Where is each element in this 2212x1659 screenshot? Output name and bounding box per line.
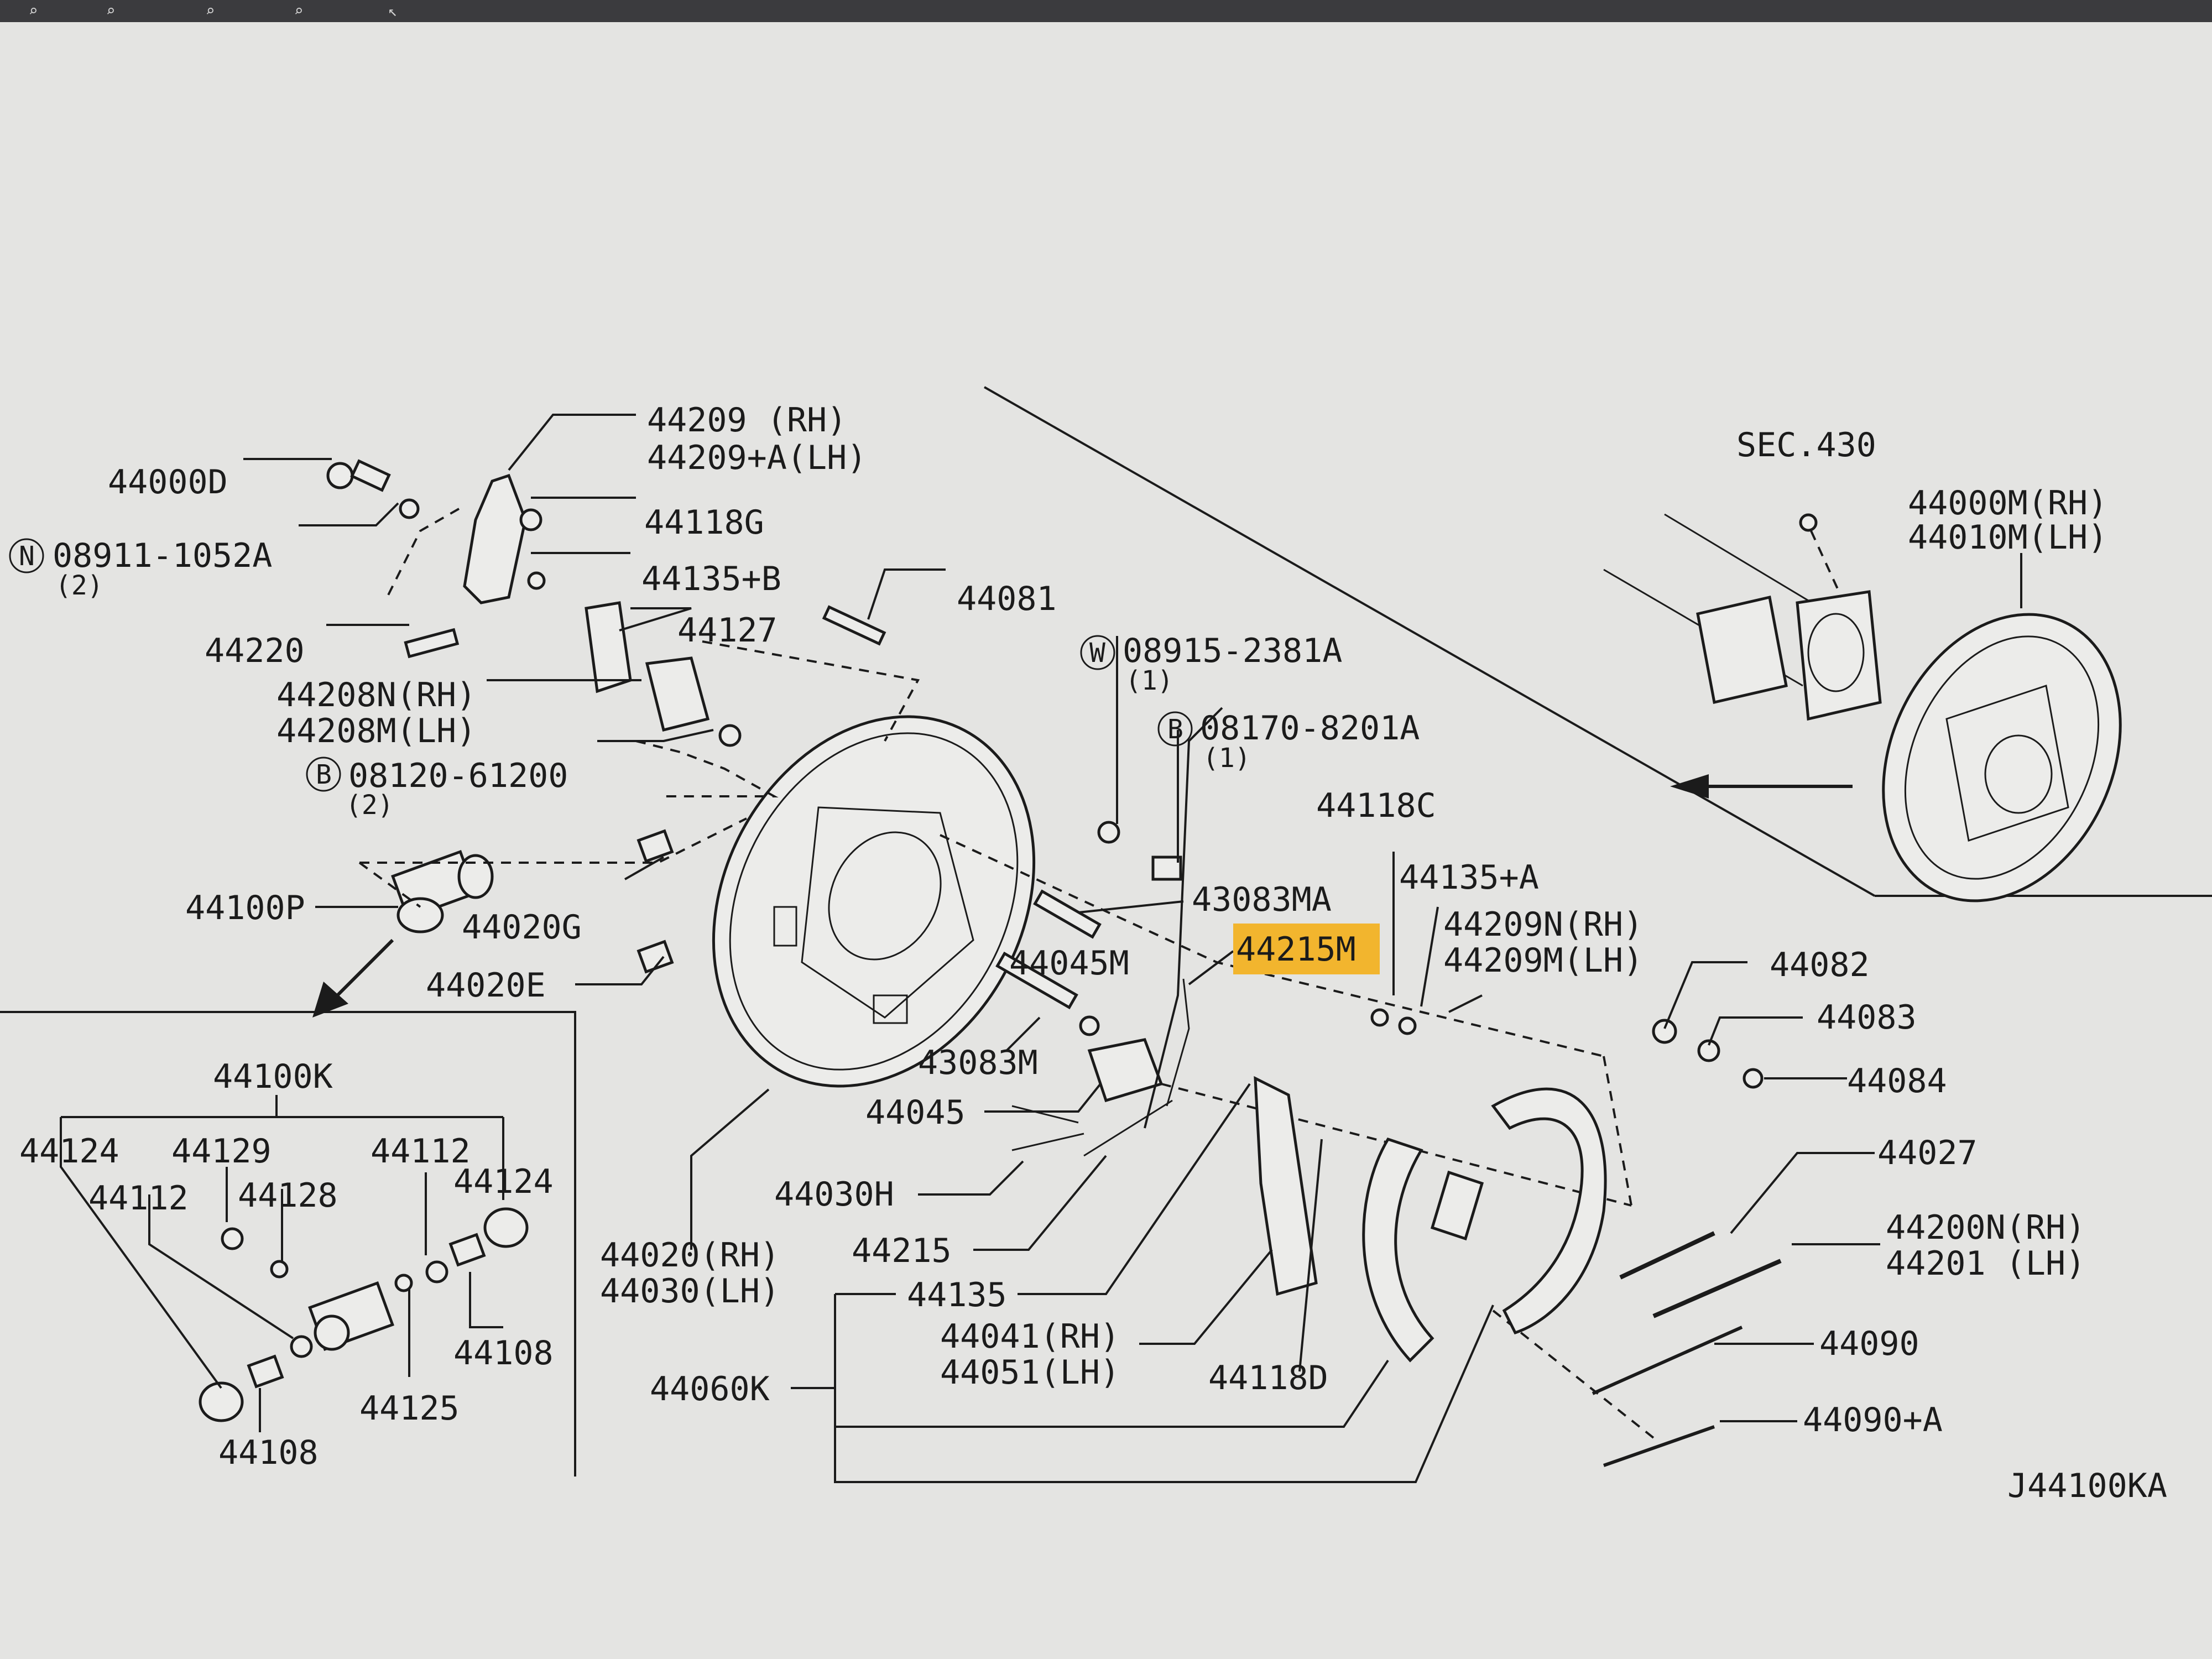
label-44209n: 44209N(RH): [1443, 905, 1643, 944]
label-44135b: 44135+B: [641, 560, 781, 598]
label-08170-qty: (1): [1203, 743, 1251, 774]
label-44020rh: 44020(RH): [600, 1236, 780, 1275]
label-08120-qty: (2): [346, 790, 394, 821]
inset-arrow: [312, 938, 394, 1018]
section-divider-line: [984, 386, 1875, 897]
label-44027: 44027: [1877, 1134, 1978, 1172]
label-44215: 44215: [852, 1232, 952, 1270]
label-44090: 44090: [1819, 1324, 1919, 1363]
label-43083ma: 43083MA: [1192, 880, 1332, 919]
direction-arrow: [1670, 774, 1853, 799]
label-44108-left: 44108: [218, 1433, 319, 1472]
label-44118d: 44118D: [1208, 1359, 1328, 1397]
brake-assembly-diagram: N W B B 44209 (RH) 44209+A(LH) 44000D 08…: [0, 386, 2212, 1505]
assembly-dashed-line: [1603, 1056, 1632, 1206]
label-44118c: 44118C: [1316, 786, 1436, 825]
marker-b2: B: [306, 757, 341, 792]
parking-brake-lever: [326, 459, 920, 797]
label-44000m: 44000M(RH): [1908, 484, 2107, 523]
label-44124-left: 44124: [19, 1132, 119, 1171]
label-08915: 08915-2381A: [1123, 632, 1342, 670]
label-44200n: 44200N(RH): [1886, 1208, 2085, 1247]
label-44060k: 44060K: [650, 1370, 770, 1408]
label-44100k: 44100K: [213, 1057, 333, 1096]
wheel-cylinder: [358, 817, 747, 933]
viewer-toolbar: ⌕ ⌕ ⌕ ⌕ ↖: [0, 0, 2212, 22]
label-44051: 44051(LH): [940, 1353, 1120, 1392]
marker-n: N: [9, 538, 44, 573]
label-44084: 44084: [1847, 1062, 1947, 1100]
label-44124-right: 44124: [453, 1162, 554, 1201]
assembly-dashed-line: [940, 834, 1604, 1057]
zoom-in-icon[interactable]: ⌕: [28, 2, 38, 20]
label-sec430: SEC.430: [1736, 426, 1876, 465]
marker-b1: B: [1157, 711, 1193, 747]
marker-w: W: [1080, 635, 1115, 670]
label-44100p: 44100P: [185, 889, 305, 927]
label-08170: 08170-8201A: [1200, 709, 1420, 748]
label-08911: 08911-1052A: [53, 536, 272, 575]
label-44112-left: 44112: [88, 1179, 189, 1218]
zoom-reset-icon[interactable]: ⌕: [294, 2, 304, 20]
pointer-icon[interactable]: ↖: [388, 2, 398, 20]
label-08915-qty: (1): [1125, 665, 1173, 696]
label-08911-qty: (2): [55, 570, 103, 601]
parts-diagram-sheet: N W B B 44209 (RH) 44209+A(LH) 44000D 08…: [0, 22, 2212, 1659]
brake-drum-assembly: [1882, 613, 2122, 902]
label-44082: 44082: [1770, 946, 1870, 984]
label-44209: 44209 (RH): [647, 401, 847, 440]
diagram-code: J44100KA: [2007, 1467, 2167, 1505]
label-44215m: 44215M: [1236, 930, 1356, 969]
label-44208m: 44208M(LH): [276, 712, 476, 750]
label-44090a: 44090+A: [1803, 1401, 1943, 1439]
small-fittings: [637, 821, 1764, 1157]
label-43083m: 43083M: [918, 1044, 1038, 1082]
wheel-cylinder-exploded: [199, 1207, 529, 1422]
adjuster-springs: [1592, 1231, 1782, 1467]
svg-text:B: B: [1167, 714, 1183, 745]
leader-lines: [243, 414, 2022, 1483]
svg-text:B: B: [316, 759, 332, 790]
svg-text:W: W: [1089, 638, 1105, 669]
label-44127: 44127: [677, 611, 778, 650]
inset-leader-lines: [60, 1095, 504, 1432]
label-44083: 44083: [1817, 998, 1917, 1037]
label-44108-right: 44108: [453, 1334, 554, 1373]
wheel-cylinder-inset-frame: [0, 1011, 576, 1477]
brake-shoes: [1254, 1076, 1607, 1363]
label-44000d: 44000D: [108, 463, 228, 502]
label-44220: 44220: [205, 632, 305, 670]
label-44135: 44135: [907, 1276, 1007, 1314]
label-44081: 44081: [957, 580, 1057, 618]
label-44045m: 44045M: [1009, 944, 1129, 983]
label-44125: 44125: [359, 1389, 460, 1428]
highlight-44215m: [1233, 924, 1380, 974]
label-44209a: 44209+A(LH): [647, 439, 867, 477]
svg-text:N: N: [19, 541, 35, 572]
axle-housing: [1603, 513, 1882, 721]
label-44020e: 44020E: [426, 966, 546, 1005]
zoom-fit-icon[interactable]: ⌕: [205, 2, 215, 20]
label-44030h: 44030H: [774, 1175, 894, 1214]
label-44045: 44045: [865, 1093, 966, 1132]
label-44118g: 44118G: [644, 503, 764, 542]
label-44201: 44201 (LH): [1886, 1244, 2085, 1283]
label-08120: 08120-61200: [348, 757, 568, 795]
label-44041: 44041(RH): [940, 1317, 1120, 1356]
label-44128: 44128: [238, 1176, 338, 1215]
label-44112-right: 44112: [371, 1132, 471, 1171]
label-44020g: 44020G: [462, 908, 582, 947]
label-44010m: 44010M(LH): [1908, 518, 2107, 557]
zoom-out-icon[interactable]: ⌕: [106, 2, 116, 20]
label-44209m: 44209M(LH): [1443, 941, 1643, 980]
label-44208n: 44208N(RH): [276, 676, 476, 714]
label-44135a: 44135+A: [1399, 858, 1539, 897]
label-44030lh: 44030(LH): [600, 1272, 780, 1311]
label-44129: 44129: [171, 1132, 272, 1171]
